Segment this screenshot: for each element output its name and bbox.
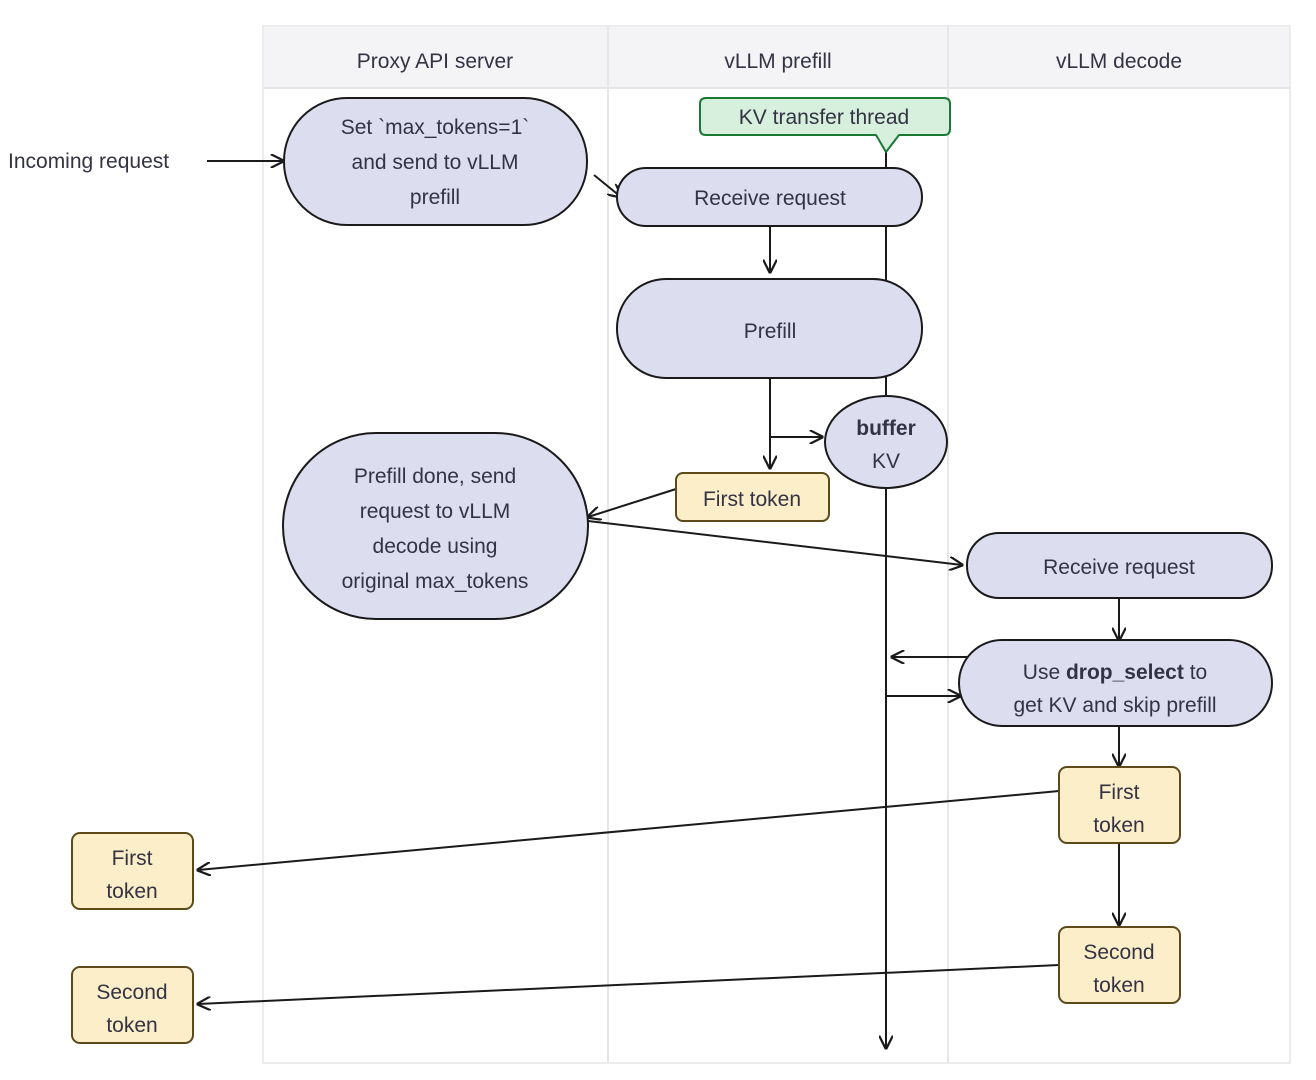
node-decode-second-token[interactable]: Second token — [1058, 926, 1181, 1004]
node-prefill-receive-request[interactable]: Receive request — [616, 167, 923, 227]
node-set-max-tokens-line-0: Set `max_tokens=1` — [341, 116, 530, 139]
node-prefill-label: Prefill — [744, 320, 797, 343]
node-drop-select-line-0: Use drop_select to — [1023, 661, 1207, 684]
node-proxy-second-token-line-1: token — [106, 1014, 157, 1037]
lane-header-proxy: Proxy API server — [357, 50, 513, 73]
drop-select-seg-1: drop_select — [1066, 661, 1184, 684]
node-buffer-kv-line-1: KV — [872, 450, 900, 473]
node-proxy-second-token-line-0: Second — [96, 981, 167, 1004]
node-set-max-tokens[interactable]: Set `max_tokens=1` and send to vLLM pref… — [283, 97, 588, 226]
node-prefill-first-token[interactable]: First token — [675, 472, 830, 522]
node-proxy-first-token-line-1: token — [106, 880, 157, 903]
node-prefill-receive-request-label: Receive request — [694, 187, 846, 210]
node-prefill-done-line-0: Prefill done, send — [354, 465, 516, 488]
drop-select-seg-0: Use — [1023, 661, 1066, 684]
node-decode-receive-request[interactable]: Receive request — [966, 532, 1273, 599]
node-prefill-done[interactable]: Prefill done, send request to vLLM decod… — [282, 432, 589, 620]
node-prefill[interactable]: Prefill — [616, 278, 923, 379]
node-proxy-second-token[interactable]: Second token — [71, 966, 194, 1044]
node-prefill-done-line-3: original max_tokens — [342, 570, 529, 593]
drop-select-seg-2: to — [1184, 661, 1207, 684]
incoming-request-label: Incoming request — [8, 150, 169, 173]
node-buffer-kv[interactable]: buffer KV — [824, 395, 948, 489]
node-decode-receive-request-label: Receive request — [1043, 556, 1195, 579]
node-drop-select-line-1: get KV and skip prefill — [1013, 694, 1216, 717]
node-buffer-kv-line-0: buffer — [856, 417, 916, 440]
lane-header-decode: vLLM decode — [1056, 50, 1182, 73]
node-kv-transfer-thread[interactable]: KV transfer thread — [699, 97, 951, 153]
node-prefill-first-token-label: First token — [703, 488, 801, 511]
edge-proxy-to-decode — [587, 520, 962, 565]
edge-decode-first-to-out — [198, 790, 1060, 870]
node-set-max-tokens-line-2: prefill — [410, 186, 460, 209]
node-proxy-first-token[interactable]: First token — [71, 832, 194, 910]
node-prefill-done-line-2: decode using — [373, 535, 498, 558]
node-set-max-tokens-line-1: and send to vLLM — [352, 151, 519, 174]
node-prefill-done-line-1: request to vLLM — [360, 500, 511, 523]
lane-header-band — [262, 25, 1291, 89]
node-decode-second-token-line-0: Second — [1083, 941, 1154, 964]
edge-first-token-to-proxy — [588, 488, 677, 517]
node-decode-second-token-line-1: token — [1093, 974, 1144, 997]
node-proxy-first-token-line-0: First — [112, 847, 153, 870]
lane-header-prefill: vLLM prefill — [724, 50, 831, 73]
node-drop-select[interactable]: Use drop_select to get KV and skip prefi… — [958, 639, 1273, 727]
node-decode-first-token-line-1: token — [1093, 814, 1144, 837]
node-kv-transfer-thread-label: KV transfer thread — [739, 106, 909, 129]
node-decode-first-token-line-0: First — [1099, 781, 1140, 804]
node-decode-first-token[interactable]: First token — [1058, 766, 1181, 844]
edge-decode-second-to-out — [198, 964, 1060, 1004]
